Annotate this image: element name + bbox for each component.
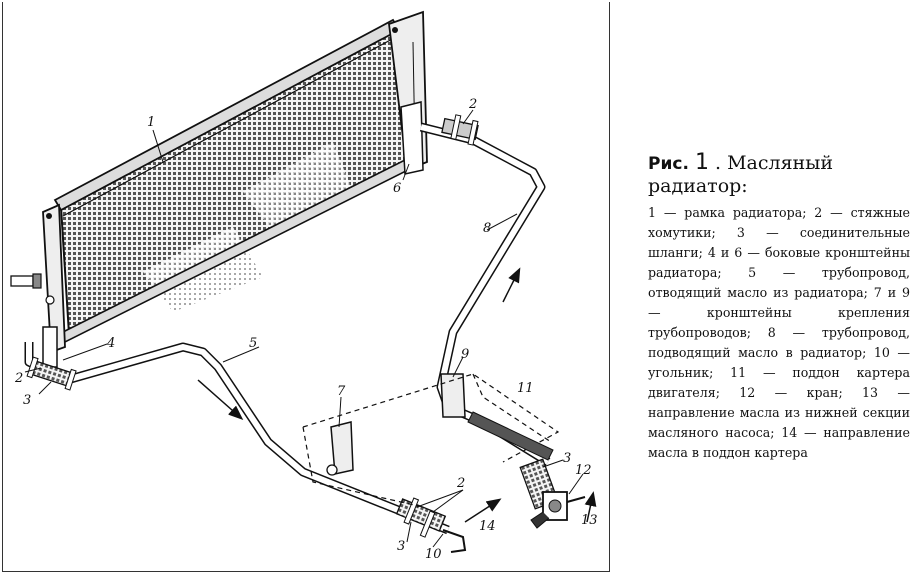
- callout-12: 12: [575, 463, 592, 478]
- bracket-7: [326, 421, 354, 476]
- elbow-10: [442, 529, 467, 553]
- callout-5: 5: [249, 336, 257, 351]
- flow-arrows: [197, 267, 597, 523]
- callout-3-left: 3: [23, 393, 31, 408]
- hose-3-bottom: [395, 497, 447, 538]
- caption-body: 1 — рамка радиатора; 2 — стяжные хомутик…: [648, 205, 910, 460]
- callout-1: 1: [147, 115, 155, 130]
- radiator-frame: [42, 10, 428, 354]
- callout-11: 11: [517, 381, 534, 396]
- caption-heading: Рис. 1 . Масляный радиатор:: [648, 150, 910, 198]
- callout-6: 6: [393, 181, 401, 196]
- bracket-9: [440, 373, 466, 418]
- valve-12: [530, 491, 586, 529]
- callout-3-bottom: 3: [397, 539, 405, 554]
- caption-title: . Масляный радиатор:: [648, 152, 834, 197]
- caption-fig-label: Рис.: [648, 154, 689, 174]
- oil-pan-11: [302, 373, 560, 508]
- leader-lines: [24, 109, 584, 548]
- callout-9: 9: [461, 347, 469, 362]
- callout-10: 10: [425, 547, 442, 562]
- callout-8: 8: [483, 221, 491, 236]
- callout-13: 13: [581, 513, 598, 528]
- callout-7: 7: [337, 384, 346, 399]
- mounting-bolt: [10, 273, 55, 305]
- caption-fig-number: 1: [694, 150, 709, 175]
- outlet-pipe-5: [24, 342, 450, 535]
- callout-2-left: 2: [14, 371, 23, 386]
- bracket-4: [42, 326, 58, 368]
- callout-4: 4: [106, 336, 115, 351]
- callout-2-bottom: 2: [456, 476, 465, 491]
- callout-2-top: 2: [468, 97, 477, 112]
- hose-3-left: [26, 356, 77, 391]
- callout-3-right: 3: [563, 451, 571, 466]
- figure-caption: Рис. 1 . Масляный радиатор: 1 — рамка ра…: [648, 152, 910, 463]
- callout-14: 14: [479, 519, 496, 534]
- bracket-6: [400, 101, 424, 175]
- oil-radiator-drawing: 1 2 2 2 3 3 3 4 5 6 7 8 9 10 11 12 13 14: [2, 2, 610, 572]
- drawing-canvas: 1 2 2 2 3 3 3 4 5 6 7 8 9 10 11 12 13 14: [10, 10, 598, 562]
- hose-3-top: [441, 114, 479, 146]
